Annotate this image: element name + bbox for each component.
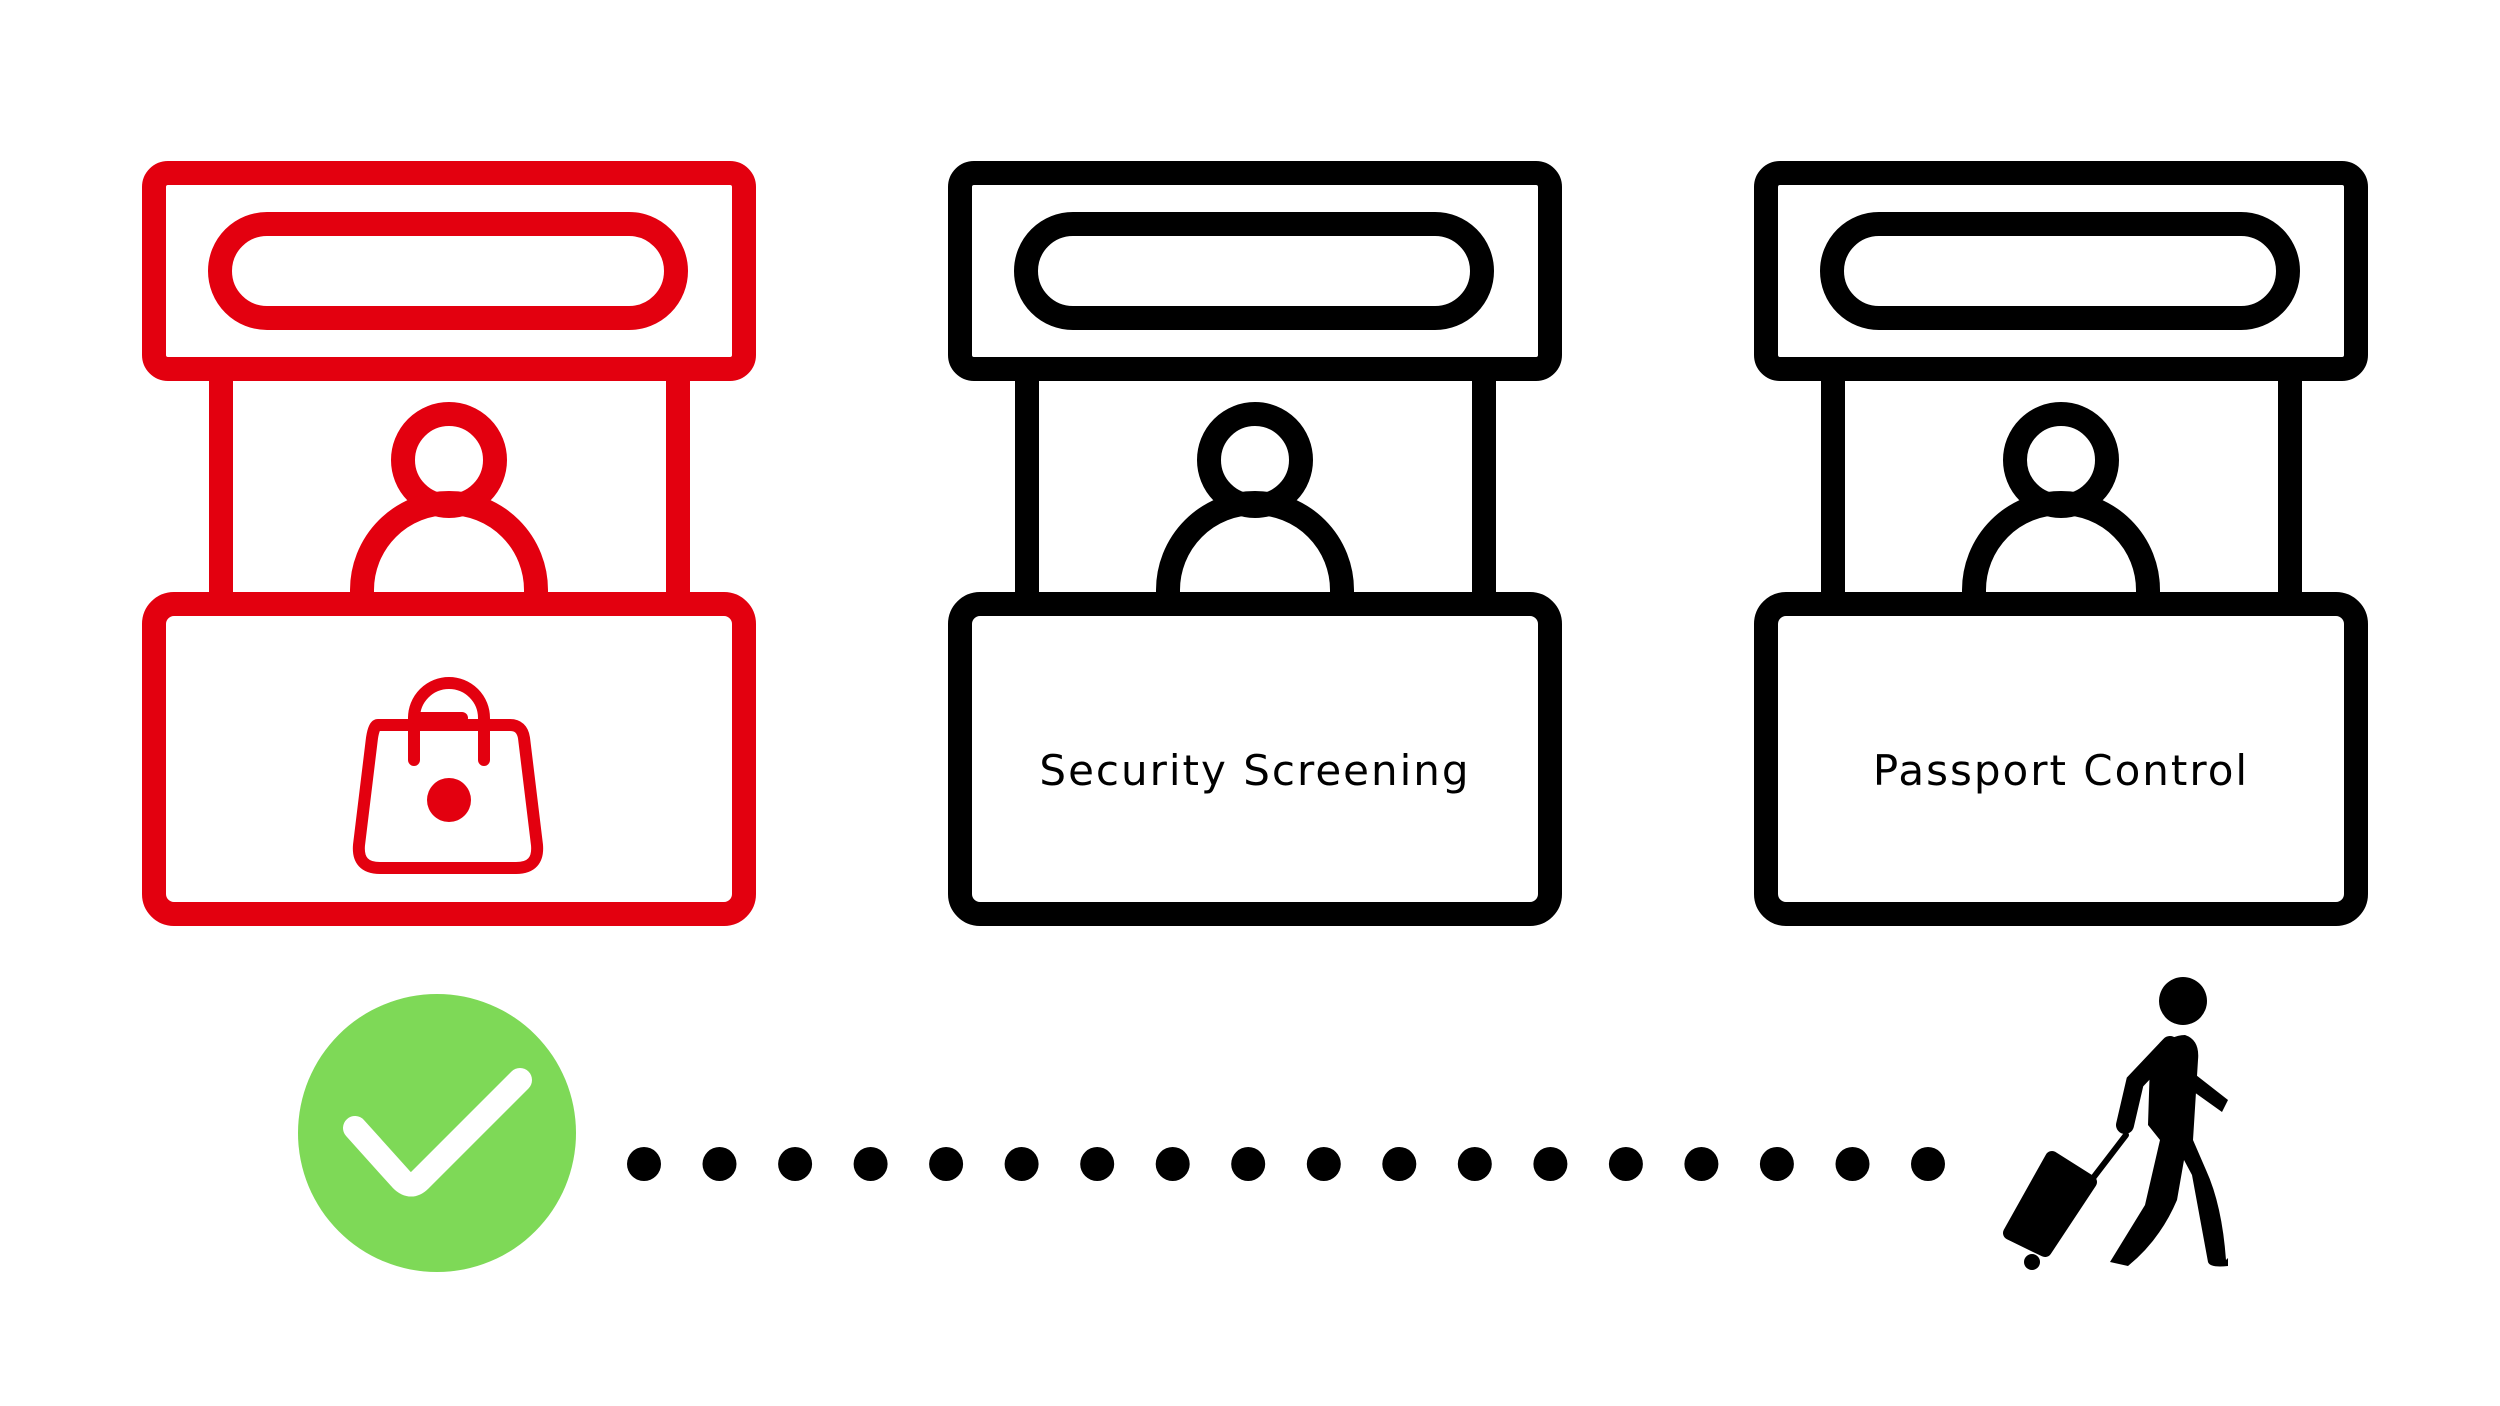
path-dot (853, 1147, 888, 1181)
path-dot (627, 1147, 661, 1181)
path-dot (778, 1147, 813, 1181)
dotted-path (627, 1147, 1945, 1181)
path-dot (1231, 1147, 1266, 1181)
path-dot (1080, 1147, 1115, 1181)
booth-roof (1754, 161, 2368, 381)
path-dot (1759, 1147, 1794, 1181)
checkmark-circle-icon (298, 994, 576, 1272)
path-dot (1382, 1147, 1417, 1181)
shopping-bag-icon (352, 677, 544, 874)
booth-shopping (142, 161, 756, 926)
path-dot (1533, 1147, 1568, 1181)
path-dot (1457, 1147, 1492, 1181)
path-dot (1608, 1147, 1643, 1181)
path-dot (1155, 1147, 1190, 1181)
booth-counter (142, 592, 756, 926)
booth-counter (1754, 592, 2368, 926)
traveler-arm-back (2194, 1075, 2228, 1112)
path-dot (1835, 1147, 1870, 1181)
booth-sign (208, 212, 688, 330)
person-icon (1962, 402, 2160, 616)
suitcase-icon (2003, 1151, 2097, 1257)
person-icon (350, 402, 548, 616)
path-dot (929, 1147, 964, 1181)
booth-label-security-screening: Security Screening (1039, 746, 1470, 795)
traveler-with-suitcase-icon (2003, 977, 2228, 1270)
path-dot (1306, 1147, 1341, 1181)
suitcase-handle (2087, 1132, 2129, 1185)
shopping-bag-dot (427, 778, 471, 822)
traveler-arm-front (2116, 1036, 2179, 1134)
path-dot (1911, 1147, 1945, 1181)
booth-sign (1014, 212, 1494, 330)
booth-roof (948, 161, 1562, 381)
booth-roof (142, 161, 756, 381)
traveler-body (2110, 1035, 2228, 1267)
path-dot (1004, 1147, 1039, 1181)
booth-label-passport-control: Passport Control (1873, 746, 2249, 795)
path-dot (702, 1147, 737, 1181)
person-icon (1156, 402, 1354, 616)
checkmark (343, 1068, 532, 1197)
booth-counter (948, 592, 1562, 926)
suitcase-wheel (2024, 1254, 2040, 1270)
traveler-head (2159, 977, 2207, 1025)
booth-sign (1820, 212, 2300, 330)
booth-security-screening (948, 161, 1562, 926)
booth-passport-control (1754, 161, 2368, 926)
path-dot (1684, 1147, 1719, 1181)
